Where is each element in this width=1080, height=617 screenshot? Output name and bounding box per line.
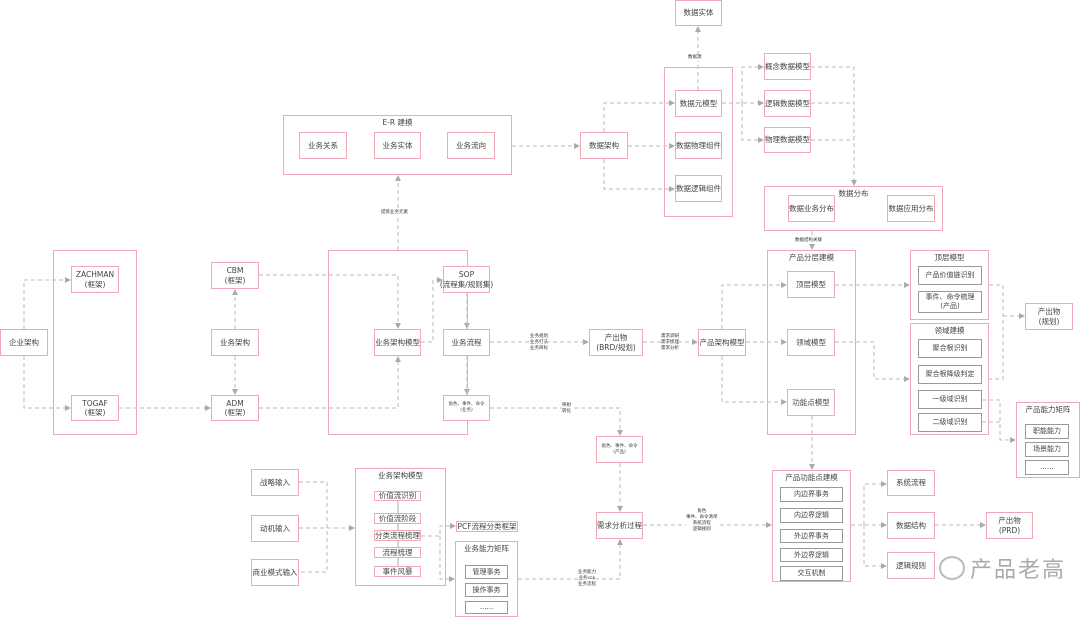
sop-box: SOP (流程集/规则集) (440, 266, 493, 293)
data-source-label: 数据源 (688, 55, 702, 61)
data-struct-link-label: 数据结构关联 (795, 238, 822, 244)
map-label: 映射 转化 (562, 403, 571, 415)
er-item: 业务流向 (447, 132, 495, 159)
er-item: 业务关系 (299, 132, 347, 159)
watermark: 产品老高 (939, 552, 1066, 584)
logic-data-model: 逻辑数据模型 (764, 90, 811, 117)
roles-product: 角色、事件、命令 (产品) (596, 436, 643, 463)
er-modeling-container: E-R 建模 (283, 115, 512, 175)
func-point-model: 功能点模型 (787, 389, 835, 416)
plan-label: 业务规划 业务打法 业务目标 (530, 334, 548, 352)
bcm-item: ...... (465, 601, 508, 614)
biz-arch-box: 业务架构 (211, 329, 259, 356)
layer-container: 产品分层建模 (767, 250, 856, 435)
system-flow: 系统流程 (887, 470, 935, 496)
framework-container (53, 250, 137, 435)
input-box: 商业模式输入 (251, 559, 299, 586)
bcm-item: 操作事务 (465, 583, 508, 597)
domain-model: 领域模型 (787, 329, 835, 356)
logic-rule: 逻辑规则 (887, 552, 935, 579)
top-model: 顶层模型 (787, 271, 835, 298)
func-item: 交互机制 (780, 566, 843, 581)
enterprise-arch: 企业架构 (0, 329, 48, 356)
watermark-text: 产品老高 (970, 558, 1067, 583)
roles-biz: 角色、事件、命令 (业务) (443, 395, 490, 421)
func-item: 外边界事务 (780, 529, 843, 543)
data-architecture: 数据架构 (580, 132, 628, 159)
data-structure: 数据结构 (887, 512, 935, 539)
data-distribution-container: 数据分布 (764, 186, 943, 231)
output-plan: 产出物 (规划) (1025, 303, 1073, 330)
product-arch-model: 产品架构模型 (698, 329, 746, 356)
bam-item: 事件风暴 (374, 566, 421, 577)
bam-item: 流程梳理 (374, 547, 421, 558)
bam-container: 业务架构模型 (355, 468, 446, 586)
func-item: 外边界逻辑 (780, 548, 843, 562)
data-physical-component: 数据物理组件 (675, 132, 722, 159)
req-label: 需求调研 需求梳理 需求分析 (661, 334, 679, 352)
physical-data-model: 物理数据模型 (764, 127, 811, 153)
cap-item: ...... (1025, 460, 1069, 475)
cap-label: 业务能力 业务sop 业务流程 (578, 570, 596, 588)
func-item: 内边界事务 (780, 487, 843, 502)
concept-data-model: 概念数据模型 (764, 53, 811, 80)
cap-item: 场景能力 (1025, 442, 1069, 457)
output-prd: 产出物 (PRD) (986, 512, 1033, 539)
data-entity-box: 数据实体 (675, 0, 722, 26)
input-box: 动机输入 (251, 515, 299, 542)
domain-item: 二级域识别 (918, 413, 982, 432)
domain-model-container: 领域建模 (910, 323, 989, 435)
input-box: 战略输入 (251, 469, 299, 496)
data-biz-distribution: 数据业务分布 (788, 195, 835, 222)
domain-item: 聚合根降级判定 (918, 365, 982, 384)
bam-item: 分类流程梳理 (374, 530, 421, 541)
biz-process: 业务流程 (443, 329, 490, 356)
req-analysis: 需求分析过程 (596, 512, 643, 539)
er-item: 业务实体 (374, 132, 421, 159)
domain-item: 聚合根识别 (918, 339, 982, 358)
zachman-box: ZACHMAN (框架) (71, 266, 119, 293)
pcf-framework: PCF流程分类框架 (456, 521, 518, 532)
togaf-box: TOGAF (框架) (71, 395, 119, 421)
wechat-icon (939, 556, 965, 580)
data-logical-component: 数据逻辑组件 (675, 175, 722, 202)
func-model-container: 产品功能点建模 (772, 470, 851, 582)
data-meta-model: 数据元模型 (675, 90, 722, 117)
req-in-label: 角色 事件、命令清单 系统流程 逻辑规则 (686, 509, 718, 533)
cbm-box: CBM (框架) (211, 262, 259, 289)
output-brd: 产出物 (BRD/规划) (589, 329, 643, 356)
bcm-item: 管理事务 (465, 565, 508, 579)
func-item: 内边界逻辑 (780, 508, 843, 523)
top-model-item: 产品价值链识别 (918, 266, 982, 285)
bam-item: 价值流识别 (374, 491, 421, 501)
biz-arch-model: 业务架构模型 (374, 329, 421, 356)
extract-label: 提炼业务元素 (381, 210, 408, 216)
data-app-distribution: 数据应用分布 (887, 195, 935, 222)
domain-item: 一级域识别 (918, 390, 982, 409)
top-model-item: 事件、命令梳理 (产品) (918, 291, 982, 313)
bam-item: 价值流阶段 (374, 513, 421, 524)
top-model-container: 顶层模型 (910, 250, 989, 320)
adm-box: ADM (框架) (211, 395, 259, 421)
data-arch-container (664, 67, 733, 217)
cap-item: 职能能力 (1025, 424, 1069, 439)
